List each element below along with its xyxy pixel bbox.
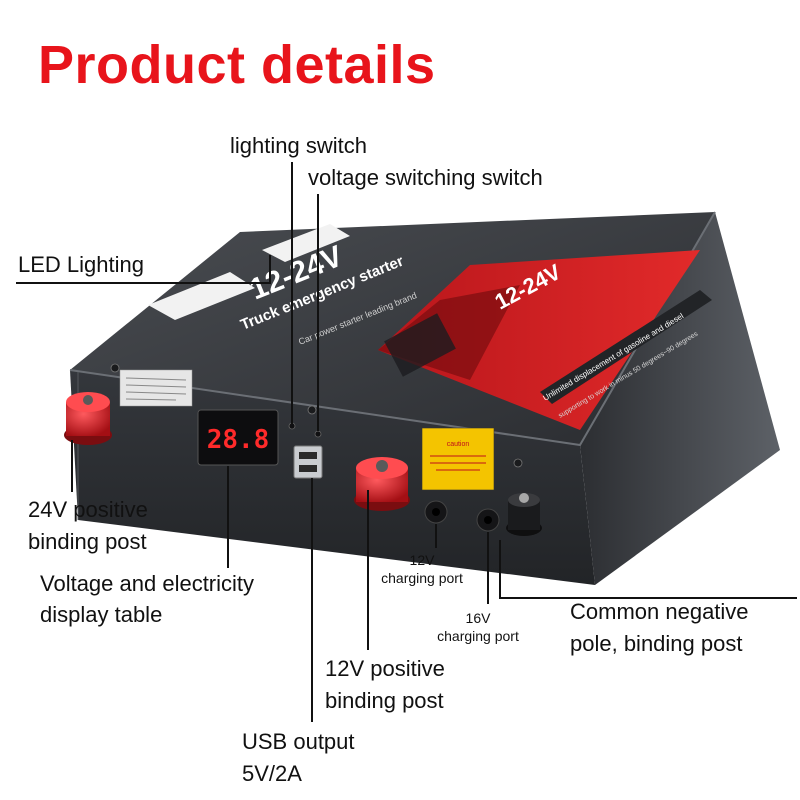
label-port-16v-2: charging port xyxy=(437,628,519,644)
label-port-16v-1: 16V xyxy=(465,610,491,626)
label-display-2: display table xyxy=(40,602,163,627)
instruction-sticker xyxy=(119,369,193,407)
label-usb-2: 5V/2A xyxy=(242,761,302,786)
label-negative-2: pole, binding post xyxy=(570,631,743,656)
label-voltage-switch: voltage switching switch xyxy=(308,165,543,190)
leader-lines xyxy=(16,162,797,722)
voltage-display xyxy=(197,409,279,466)
usb-ports xyxy=(293,445,323,479)
label-24v-positive-2: binding post xyxy=(28,529,147,554)
caution-sticker xyxy=(421,427,495,491)
device-side-panel xyxy=(580,212,780,585)
label-led-lighting: LED Lighting xyxy=(18,252,144,277)
label-port-12v-1: 12V xyxy=(409,552,435,568)
led-panel-right xyxy=(262,224,350,262)
page-title: Product details xyxy=(38,35,436,95)
voltage-switch xyxy=(314,430,322,438)
truck-graphic xyxy=(378,250,700,430)
voltage-display-value: 28.8 xyxy=(207,425,270,455)
label-12v-positive-2: binding post xyxy=(325,688,444,713)
label-12v-positive-1: 12V positive xyxy=(325,656,445,681)
label-display-1: Voltage and electricity xyxy=(40,571,255,596)
label-lighting-switch: lighting switch xyxy=(230,133,367,158)
caution-title: caution xyxy=(447,441,470,448)
label-24v-positive-1: 24V positive xyxy=(28,497,148,522)
label-usb-1: USB output xyxy=(242,729,355,754)
label-negative-1: Common negative xyxy=(570,599,749,624)
label-port-12v-2: charging port xyxy=(381,570,463,586)
